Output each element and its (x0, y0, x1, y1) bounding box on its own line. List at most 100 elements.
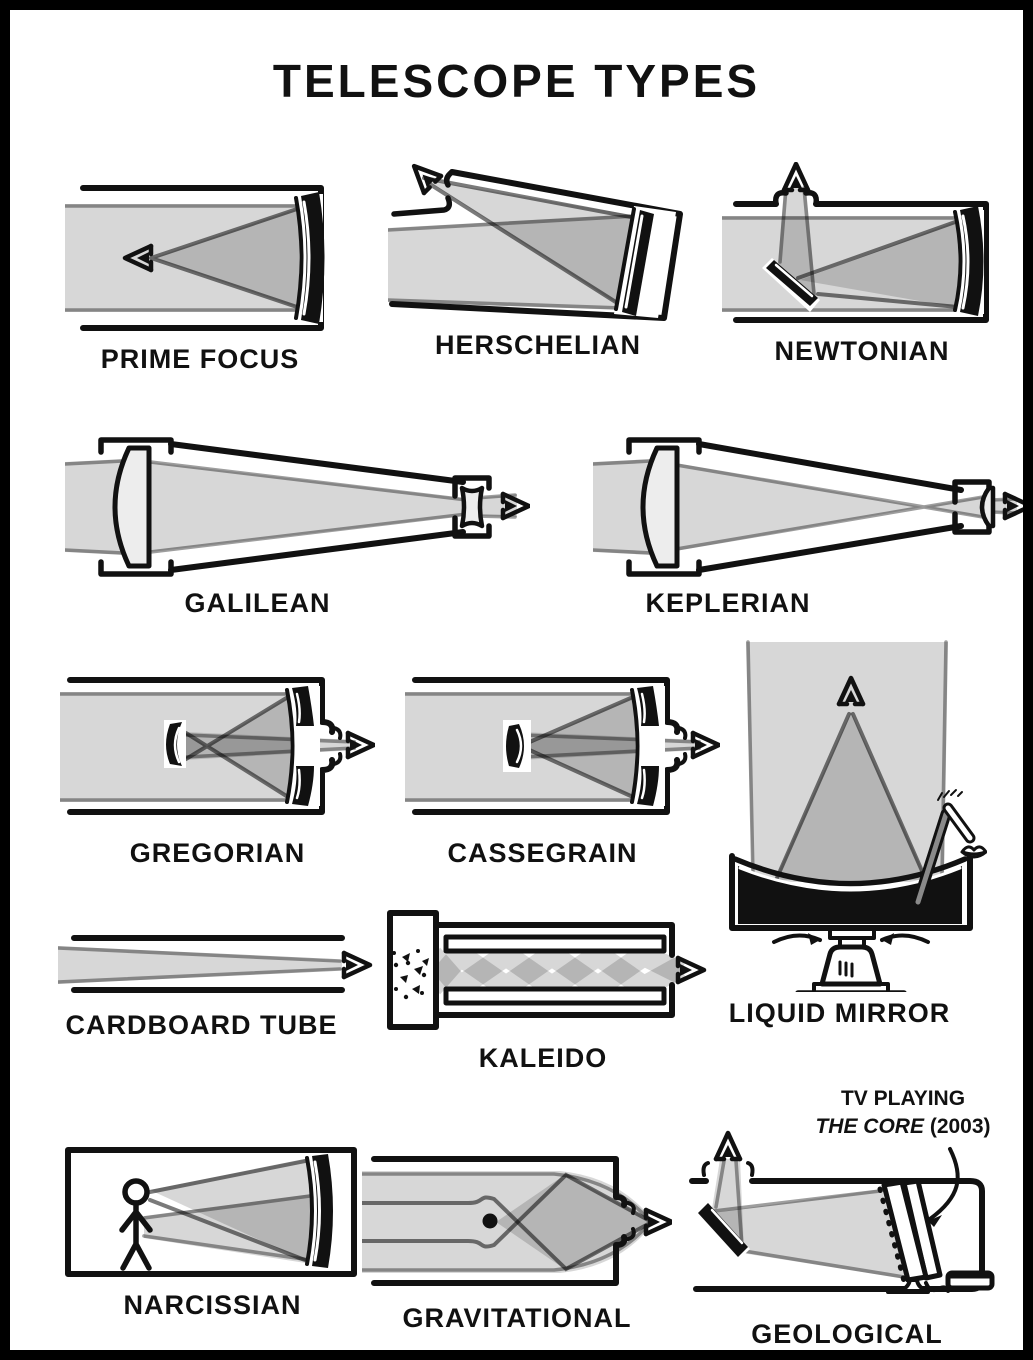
geological-diagram (689, 1085, 995, 1294)
light-beam (362, 1171, 650, 1273)
liquid-mirror-diagram (729, 640, 987, 992)
page-title: TELESCOPE TYPES (272, 55, 761, 107)
tube-outline (371, 1156, 628, 1286)
focused-beam (496, 1174, 650, 1270)
eye-icon (1005, 494, 1031, 518)
panel-label: NEWTONIAN (774, 336, 950, 366)
panel-label: PRIME FOCUS (100, 344, 300, 374)
kaleido-diagram (387, 910, 708, 1030)
newtonian-diagram (722, 162, 989, 323)
panel-galilean: GALILEAN (65, 432, 530, 619)
panel-narcissian: NARCISSIAN (60, 1142, 365, 1321)
galilean-diagram (65, 437, 530, 577)
eyepiece-lens (459, 485, 485, 529)
light-beam (58, 946, 342, 984)
media-player (945, 1270, 995, 1291)
annotation-arrow (928, 1147, 960, 1221)
reflected-beam (426, 180, 638, 308)
eye-icon (344, 953, 370, 977)
panel-geological: TV PLAYING THE CORE (2003) GE (682, 1085, 1012, 1350)
light-beam (65, 204, 299, 312)
panel-label: CASSEGRAIN (447, 838, 638, 868)
tv-screen (881, 1179, 929, 1283)
panel-kaleido: KALEIDO (378, 905, 708, 1074)
cable (924, 1281, 950, 1293)
end-cap (387, 910, 439, 1030)
eye-icon (646, 1210, 672, 1234)
tube-outline (67, 677, 336, 815)
converging-beam (523, 696, 635, 798)
narcissian-diagram (65, 1147, 357, 1277)
panel-label: NARCISSIAN (123, 1290, 302, 1320)
tube-outline (733, 201, 989, 323)
mirror-bar-bottom (443, 986, 667, 1006)
tilted-mirror (698, 1203, 748, 1257)
liquid-pool (738, 866, 962, 924)
falling-beam (746, 642, 948, 880)
panel-gravitational: GRAVITATIONAL (362, 1147, 672, 1334)
keplerian-diagram (593, 437, 1033, 577)
gravitational-diagram (362, 1156, 672, 1286)
herschelian-diagram (388, 152, 683, 321)
panel-label: GALILEAN (184, 588, 331, 618)
black-hole (482, 1213, 498, 1229)
eye-icon (503, 494, 529, 518)
panel-label: GREGORIAN (129, 838, 306, 868)
panel-label: LIQUID MIRROR (728, 998, 951, 1028)
panel-liquid-mirror: LIQUID MIRROR (722, 640, 987, 1029)
panel-label: CARDBOARD TUBE (65, 1010, 338, 1040)
panel-label: GRAVITATIONAL (402, 1303, 632, 1333)
panel-keplerian: KEPLERIAN (593, 432, 1033, 619)
panel-herschelian: HERSCHELIAN (388, 152, 688, 361)
reflected-beam (712, 1159, 744, 1251)
annotation-movie: THE CORE (815, 1115, 924, 1139)
panel-prime-focus: PRIME FOCUS (65, 178, 335, 375)
crossing-beam (653, 459, 985, 555)
tube-outline (71, 935, 345, 993)
objective-lens (112, 445, 152, 569)
converging-beam (800, 220, 960, 308)
light-beam (388, 214, 638, 310)
reflected-beam (778, 188, 816, 296)
tube-outline (696, 441, 964, 573)
eye-icon (693, 733, 719, 757)
zigzag-beam (423, 940, 685, 1001)
panel-cassegrain: CASSEGRAIN (405, 662, 720, 869)
panel-cardboard-tube: CARDBOARD TUBE (58, 932, 373, 1041)
annotation-year: (2003) (929, 1115, 991, 1139)
objective-lens (640, 445, 680, 569)
light-beam (65, 459, 469, 555)
eyepiece-lens (979, 485, 996, 529)
mirror-bar-top (443, 934, 667, 954)
confetti (392, 949, 429, 1000)
cassegrain-diagram (405, 677, 720, 815)
eye-icon (678, 958, 704, 982)
gregorian-diagram (60, 677, 375, 815)
stick-figure (119, 1178, 153, 1271)
converging-beam (153, 208, 299, 308)
tube-outline (412, 677, 681, 815)
crossing-beam (184, 696, 290, 798)
tv-annotation: TV PLAYING THE CORE (2003) (794, 1085, 1012, 1142)
eye-icon (716, 1133, 740, 1159)
screen-emission-dots (877, 1186, 907, 1284)
panel-label: GEOLOGICAL (751, 1319, 943, 1349)
tube-outline (389, 169, 683, 321)
tv-beam (712, 1189, 906, 1279)
light-beam (593, 459, 653, 555)
secondary-mirror (766, 260, 818, 306)
panel-label: KALEIDO (478, 1043, 608, 1073)
eye-icon (348, 733, 374, 757)
box-outline (65, 1147, 357, 1277)
prime-focus-diagram (65, 185, 325, 331)
converging-beam (774, 712, 928, 882)
tube-outline (168, 441, 466, 573)
tube-outline (433, 922, 675, 1018)
cardboard-tube-diagram (58, 935, 373, 993)
panel-gregorian: GREGORIAN (60, 662, 375, 869)
eye-icon (784, 164, 808, 190)
panel-newtonian: NEWTONIAN (722, 162, 1002, 367)
annotation-line1: TV PLAYING (840, 1087, 966, 1110)
panel-label: HERSCHELIAN (434, 330, 641, 360)
